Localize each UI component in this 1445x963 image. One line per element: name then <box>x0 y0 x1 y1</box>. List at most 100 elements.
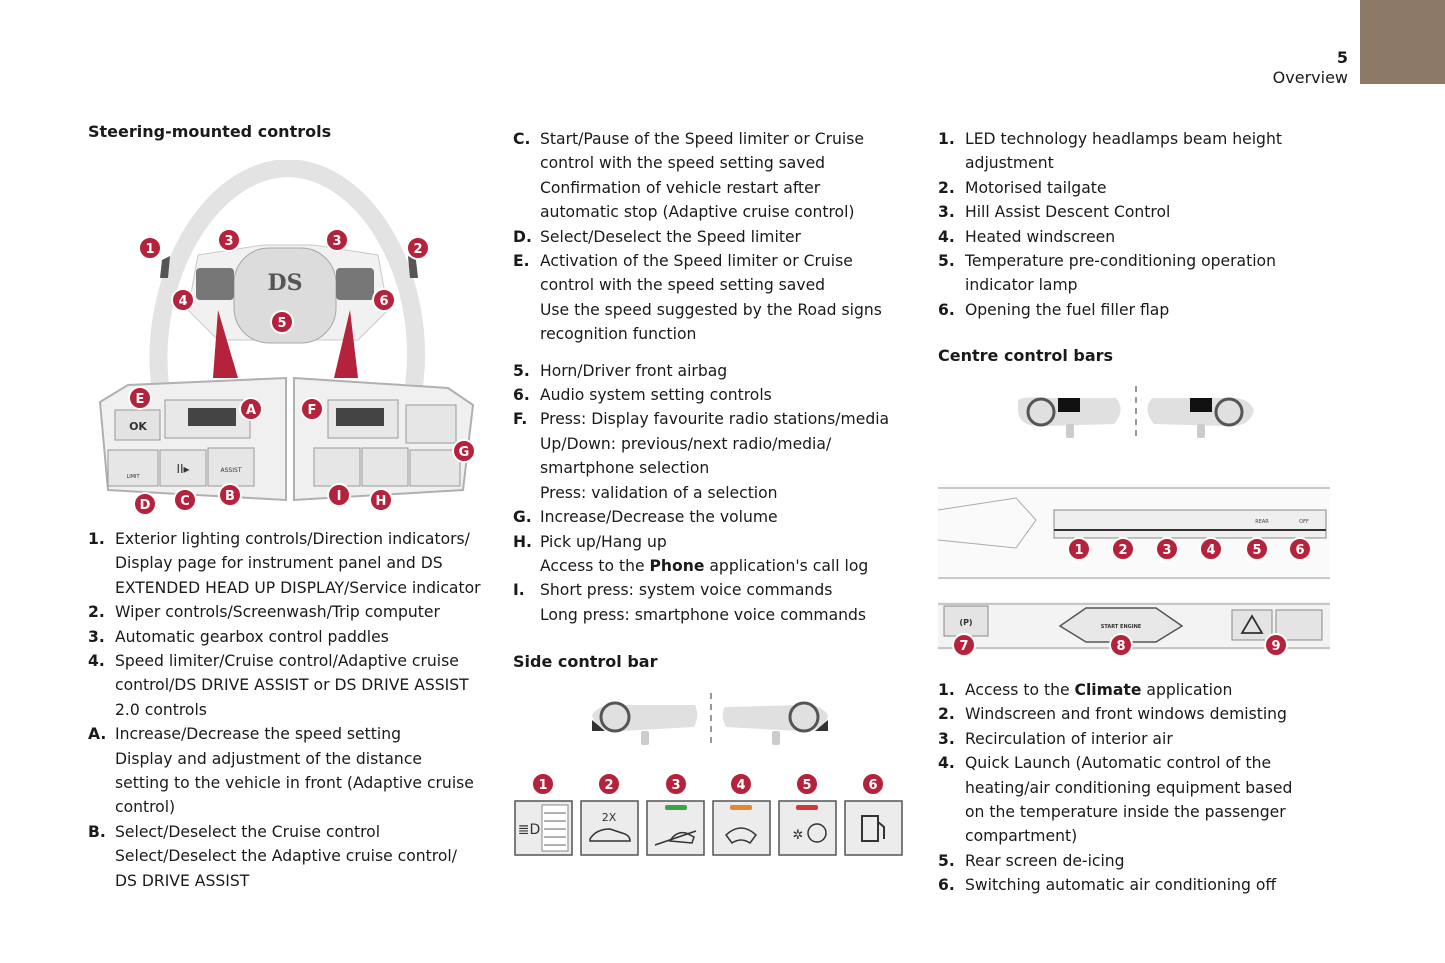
tailgate-button[interactable]: 2X <box>580 800 639 856</box>
centre-control-bars-heading: Centre control bars <box>938 346 1114 365</box>
centre-control-bars-list: 1.Access to the Climate application 2.Wi… <box>938 678 1318 898</box>
list-item: F.Press: Display favourite radio station… <box>513 410 890 502</box>
list-item: 5.Rear screen de-icing <box>938 851 1125 870</box>
hill-descent-button[interactable] <box>646 800 705 856</box>
svg-text:2: 2 <box>604 778 613 793</box>
side-callout-5: 5 <box>795 772 819 796</box>
svg-text:2: 2 <box>413 242 422 257</box>
svg-text:D: D <box>140 498 151 513</box>
list-item: 2.Wiper controls/Screenwash/Trip compute… <box>88 603 440 622</box>
fuel-flap-button[interactable] <box>844 800 903 856</box>
assist-button-label: ASSIST <box>221 467 242 474</box>
fan-icon: ✲ <box>793 828 804 843</box>
side-callout-1: 1 <box>531 772 555 796</box>
svg-text:2X: 2X <box>602 811 617 824</box>
centre-callout-3: 3 <box>1155 537 1179 561</box>
svg-text:2: 2 <box>1118 543 1127 558</box>
centre-control-bars-diagram: REAR OFF 1 2 3 4 5 6 (P) START ENGINE 7 … <box>936 380 1332 662</box>
svg-text:5: 5 <box>802 778 811 793</box>
svg-text:3: 3 <box>671 778 680 793</box>
list-item: D.Select/Deselect the Speed limiter <box>513 227 801 246</box>
svg-text:3: 3 <box>224 234 233 249</box>
steering-controls-heading: Steering-mounted controls <box>88 122 332 141</box>
svg-text:5: 5 <box>277 316 286 331</box>
ds-logo: DS <box>268 270 303 296</box>
ok-button-label: OK <box>129 420 147 433</box>
svg-text:8: 8 <box>1116 639 1125 654</box>
list-item: 4.Quick Launch (Automatic control of the… <box>938 754 1293 846</box>
side-callout-4: 4 <box>729 772 753 796</box>
list-item: 3.Hill Assist Descent Control <box>938 203 1171 222</box>
centre-callout-9: 9 <box>1264 633 1288 657</box>
start-engine-button[interactable] <box>1058 607 1184 643</box>
svg-text:START ENGINE: START ENGINE <box>1101 624 1142 630</box>
side-callout-3: 3 <box>664 772 688 796</box>
callout-D: D <box>133 492 157 516</box>
list-item: G.Increase/Decrease the volume <box>513 508 778 527</box>
list-item: 5.Horn/Driver front airbag <box>513 361 728 380</box>
svg-text:C: C <box>180 494 190 509</box>
svg-text:H: H <box>376 494 387 509</box>
svg-text:E: E <box>136 392 145 407</box>
side-control-bar-diagram: 1 2 3 4 5 6 ≣D 2X <box>510 685 910 865</box>
clock-icon <box>807 823 827 843</box>
centre-callout-7: 7 <box>952 633 976 657</box>
headlamp-height-button[interactable]: ≣D <box>514 800 573 856</box>
callout-3-right: 3 <box>325 228 349 252</box>
svg-text:G: G <box>459 445 470 460</box>
side-control-bar-heading: Side control bar <box>513 652 658 671</box>
callout-B: B <box>218 483 242 507</box>
callout-F: F <box>300 397 324 421</box>
svg-text:7: 7 <box>959 639 968 654</box>
page-number: 5 <box>1336 48 1348 67</box>
callout-E: E <box>128 386 152 410</box>
svg-text:6: 6 <box>868 778 877 793</box>
fuel-pump-icon <box>861 815 879 842</box>
hazard-icon <box>1240 614 1264 634</box>
svg-text:F: F <box>308 403 317 418</box>
lock-button[interactable] <box>1275 609 1323 641</box>
limit-button-label: LIMIT <box>126 474 140 480</box>
svg-text:OFF: OFF <box>1299 519 1309 525</box>
pause-play-icon: II▸ <box>176 462 189 476</box>
list-item: 1.Exterior lighting controls/Direction i… <box>88 530 481 597</box>
list-item: 5.Temperature pre-conditioning operation… <box>938 252 1276 295</box>
callout-1: 1 <box>138 236 162 260</box>
svg-text:REAR: REAR <box>1255 519 1269 525</box>
list-item: 2.Motorised tailgate <box>938 178 1107 197</box>
list-item: 2.Windscreen and front windows demisting <box>938 705 1287 724</box>
list-item: 6.Opening the fuel filler flap <box>938 300 1170 319</box>
car-tailgate-icon <box>589 828 631 842</box>
centre-callout-8: 8 <box>1109 633 1133 657</box>
centre-callout-1: 1 <box>1067 537 1091 561</box>
svg-text:1: 1 <box>145 242 154 257</box>
heated-windscreen-button[interactable] <box>712 800 771 856</box>
page-corner-tab <box>1360 0 1445 84</box>
list-item: E.Activation of the Speed limiter or Cru… <box>513 252 882 344</box>
svg-text:4: 4 <box>736 778 745 793</box>
hill-descent-icon <box>668 831 695 844</box>
callout-A: A <box>239 397 263 421</box>
list-item: 4.Heated windscreen <box>938 227 1116 246</box>
centre-callout-2: 2 <box>1111 537 1135 561</box>
list-item: 6.Switching automatic air conditioning o… <box>938 876 1277 895</box>
svg-text:1: 1 <box>538 778 547 793</box>
svg-text:9: 9 <box>1271 639 1280 654</box>
callout-5: 5 <box>270 310 294 334</box>
svg-text:4: 4 <box>178 294 187 309</box>
list-item: 6.Audio system setting controls <box>513 386 772 405</box>
callout-H: H <box>369 488 393 512</box>
svg-text:6: 6 <box>1295 543 1304 558</box>
preconditioning-button[interactable]: ✲ <box>778 800 837 856</box>
svg-text:3: 3 <box>332 234 341 249</box>
side-callout-2: 2 <box>597 772 621 796</box>
list-item: C.Start/Pause of the Speed limiter or Cr… <box>513 130 864 222</box>
svg-text:B: B <box>225 489 235 504</box>
svg-text:A: A <box>246 403 256 418</box>
